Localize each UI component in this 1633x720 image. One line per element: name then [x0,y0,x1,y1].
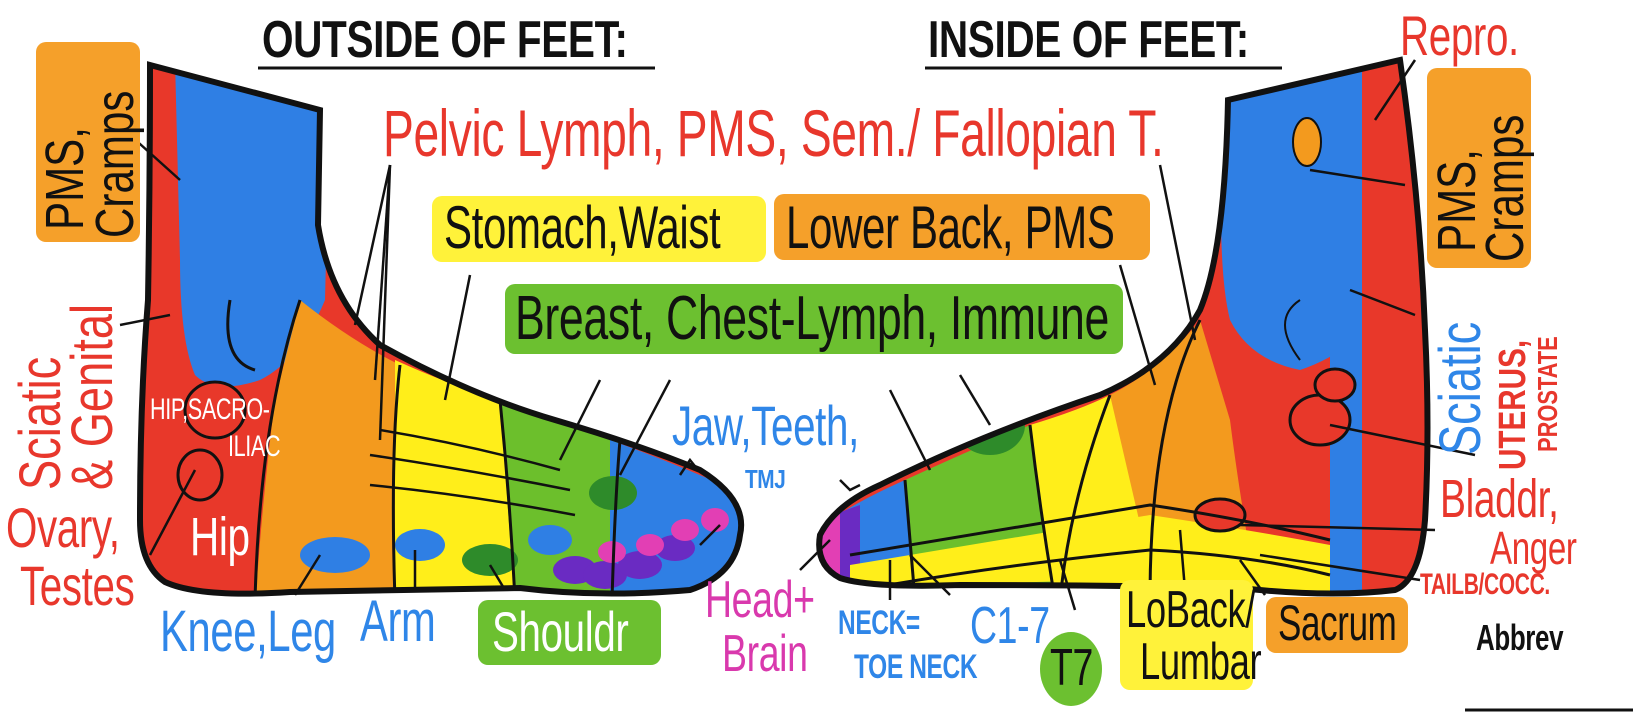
hip-label: Hip [190,510,250,564]
t7-label: T7 [1050,642,1093,694]
lower-back-label: Lower Back, PMS [786,198,1115,258]
neck-label: NECK= [838,606,920,640]
testes-label: Testes [20,558,134,614]
sciatic-genital-label-2: & Genital [64,304,122,490]
pms-right-label-2: Cramps [1478,115,1532,262]
sacrum-label: Sacrum [1278,598,1396,648]
pms-left-label-1: PMS, [38,127,92,230]
loback-label-2: Lumbar [1140,636,1261,688]
knee-label: Knee,Leg [160,603,336,661]
hip-sacro-label-2: ILIAC [228,432,280,462]
abbrev-label: Abbrev [1476,620,1563,656]
loback-label-1: LoBack/ [1126,584,1255,636]
toe-neck-label: TOE NECK [854,650,977,684]
stomach-label: Stomach,Waist [444,198,720,258]
shoulder-label: Shouldr [492,604,628,660]
uterus-label-1: UTERUS, [1494,340,1532,470]
repro-label: Repro. [1400,8,1519,64]
jaw-label: Jaw,Teeth, [672,398,859,454]
arm-label: Arm [360,593,435,651]
hip-sacro-label-1: HIP,SACRO- [150,395,270,425]
brain-label: Brain [722,628,808,680]
tailb-label: TAILB/COCC. [1420,570,1550,600]
breast-label: Breast, Chest-Lymph, Immune [515,288,1109,350]
uterus-label-2: PROSTATE [1534,336,1562,452]
pelvic-label: Pelvic Lymph, PMS, Sem./ Fallopian T. [383,100,1163,166]
head-label: Head+ [705,574,815,626]
tmj-label: TMJ [745,466,785,492]
sciatic-right-label: Sciatic [1432,322,1490,455]
inside-title: INSIDE OF FEET: [928,14,1249,66]
ovary-label: Ovary, [6,500,120,556]
bladdr-label: Bladdr, [1440,472,1559,526]
c17-label: C1-7 [970,600,1050,652]
anger-label: Anger [1490,525,1577,571]
pms-left-label-2: Cramps [88,91,142,238]
outside-title: OUTSIDE OF FEET: [262,14,628,66]
